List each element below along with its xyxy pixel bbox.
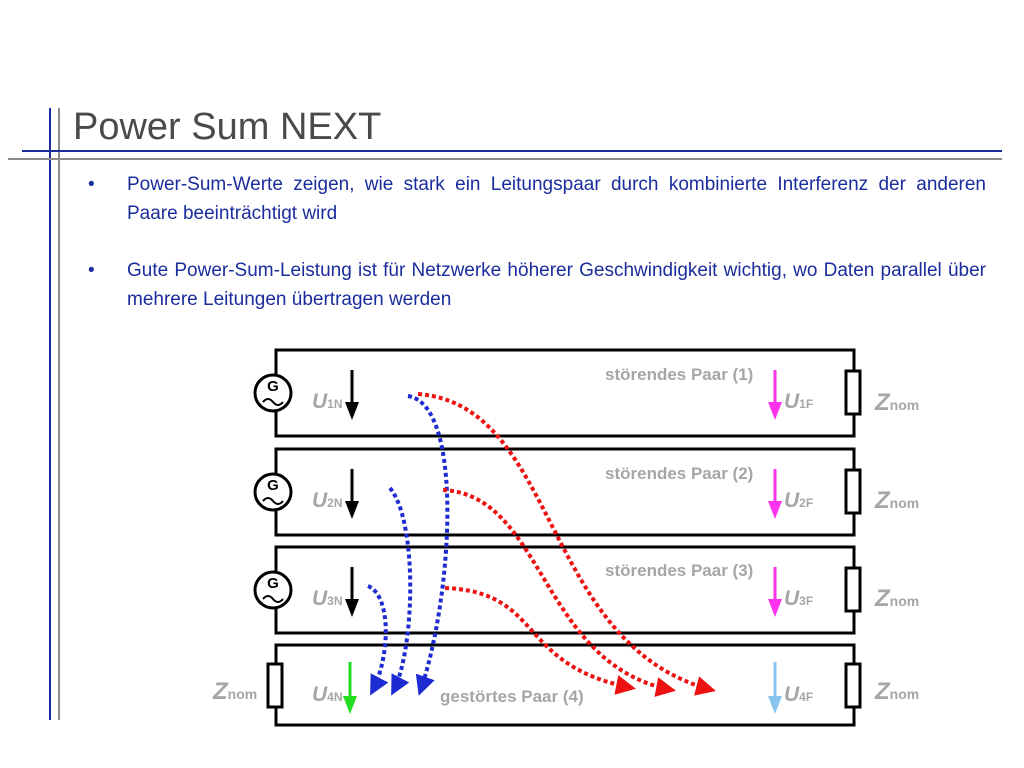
far-voltage-subscript: 1F bbox=[799, 397, 813, 411]
far-voltage-subscript: 4F bbox=[799, 690, 813, 704]
generator-symbol: G bbox=[267, 378, 279, 395]
impedance-subscript: nom bbox=[890, 495, 920, 511]
svg-text:U4N: U4N bbox=[312, 683, 343, 706]
impedance-subscript: nom bbox=[890, 397, 920, 413]
svg-text:Znom: Znom bbox=[874, 487, 919, 514]
generator-3: G bbox=[253, 570, 293, 610]
svg-text:Znom: Znom bbox=[874, 389, 919, 416]
near-end-arrow bbox=[343, 662, 357, 714]
far-end-arrow bbox=[768, 370, 782, 420]
far-end-crosstalk-paths bbox=[417, 392, 716, 697]
near-voltage-label: U bbox=[312, 587, 328, 610]
bullet-list: • Power-Sum-Werte zeigen, wie stark ein … bbox=[88, 170, 986, 342]
pair-2: G U2N störendes Paar (2) U2F Znom bbox=[253, 447, 919, 537]
pair-box bbox=[274, 447, 856, 537]
bullet-text: Power-Sum-Werte zeigen, wie stark ein Le… bbox=[127, 174, 986, 224]
pair-box bbox=[274, 545, 856, 635]
near-impedance-subscript: nom bbox=[228, 686, 258, 702]
pair-4: Znom U4N gestörtes Paar (4) U4F Znom bbox=[212, 643, 919, 727]
near-voltage-subscript: 3N bbox=[327, 594, 342, 608]
bullet-item-2: • Gute Power-Sum-Leistung ist für Netzwe… bbox=[88, 256, 986, 314]
source-arrow bbox=[345, 567, 359, 617]
far-voltage-label: U bbox=[784, 489, 800, 512]
termination-resistor-icon bbox=[844, 369, 862, 416]
left-accent-line-blue bbox=[49, 108, 51, 720]
bullet-marker: • bbox=[88, 260, 95, 281]
impedance-symbol: Z bbox=[874, 678, 891, 705]
pair-3: G U3N störendes Paar (3) U3F Znom bbox=[253, 545, 919, 635]
left-accent-line-gray bbox=[58, 108, 60, 720]
svg-text:Znom: Znom bbox=[212, 678, 257, 705]
pair-1: G U1N störendes Paar (1) U1F Znom bbox=[253, 348, 919, 438]
pair-box bbox=[274, 348, 856, 438]
svg-text:U3N: U3N bbox=[312, 587, 343, 610]
pair-label: störendes Paar (1) bbox=[605, 365, 753, 384]
far-voltage-subscript: 2F bbox=[799, 496, 813, 510]
next-path-pair-2 bbox=[388, 486, 413, 696]
pair-label: störendes Paar (3) bbox=[605, 561, 753, 580]
near-voltage-subscript: 4N bbox=[327, 690, 342, 704]
near-voltage-label: U bbox=[312, 489, 328, 512]
termination-resistor-icon bbox=[844, 662, 862, 709]
svg-text:Znom: Znom bbox=[874, 678, 919, 705]
next-path-pair-1 bbox=[407, 394, 450, 696]
pair-box bbox=[274, 643, 856, 727]
far-voltage-label: U bbox=[784, 683, 800, 706]
source-arrow bbox=[345, 469, 359, 519]
far-end-arrow bbox=[768, 567, 782, 617]
title-underline-gray bbox=[8, 158, 1002, 160]
generator-1: G bbox=[253, 373, 293, 413]
near-termination-resistor-icon bbox=[266, 662, 284, 709]
pair-label: störendes Paar (2) bbox=[605, 464, 753, 483]
svg-text:U2N: U2N bbox=[312, 489, 343, 512]
near-end-crosstalk-paths bbox=[366, 394, 450, 696]
svg-text:U2F: U2F bbox=[784, 489, 813, 512]
slide-title: Power Sum NEXT bbox=[73, 106, 382, 148]
bullet-item-1: • Power-Sum-Werte zeigen, wie stark ein … bbox=[88, 170, 986, 228]
generator-symbol: G bbox=[267, 477, 279, 494]
far-voltage-label: U bbox=[784, 390, 800, 413]
bullet-text: Gute Power-Sum-Leistung ist für Netzwerk… bbox=[127, 260, 986, 310]
termination-resistor-icon bbox=[844, 468, 862, 515]
termination-resistor-icon bbox=[844, 566, 862, 613]
near-voltage-label: U bbox=[312, 683, 328, 706]
far-end-arrow bbox=[768, 662, 782, 714]
near-voltage-subscript: 2N bbox=[327, 496, 342, 510]
bullet-marker: • bbox=[88, 174, 95, 195]
impedance-symbol: Z bbox=[874, 585, 891, 612]
impedance-symbol: Z bbox=[874, 389, 891, 416]
svg-text:Znom: Znom bbox=[874, 585, 919, 612]
svg-text:U3F: U3F bbox=[784, 587, 813, 610]
title-underline-blue bbox=[22, 150, 1002, 152]
near-voltage-label: U bbox=[312, 390, 328, 413]
svg-text:U4F: U4F bbox=[784, 683, 813, 706]
far-voltage-label: U bbox=[784, 587, 800, 610]
impedance-subscript: nom bbox=[890, 686, 920, 702]
fext-path-pair-1 bbox=[417, 392, 716, 696]
next-path-pair-3 bbox=[366, 584, 389, 696]
far-voltage-subscript: 3F bbox=[799, 594, 813, 608]
generator-symbol: G bbox=[267, 575, 279, 592]
near-impedance-symbol: Z bbox=[212, 678, 229, 705]
pair-label: gestörtes Paar (4) bbox=[440, 687, 584, 706]
generator-2: G bbox=[253, 472, 293, 512]
impedance-symbol: Z bbox=[874, 487, 891, 514]
svg-text:U1N: U1N bbox=[312, 390, 343, 413]
source-arrow bbox=[345, 370, 359, 420]
impedance-subscript: nom bbox=[890, 593, 920, 609]
fext-path-pair-3 bbox=[444, 586, 636, 695]
near-voltage-subscript: 1N bbox=[327, 397, 342, 411]
svg-text:U1F: U1F bbox=[784, 390, 813, 413]
fext-path-pair-2 bbox=[442, 488, 676, 697]
far-end-arrow bbox=[768, 469, 782, 519]
